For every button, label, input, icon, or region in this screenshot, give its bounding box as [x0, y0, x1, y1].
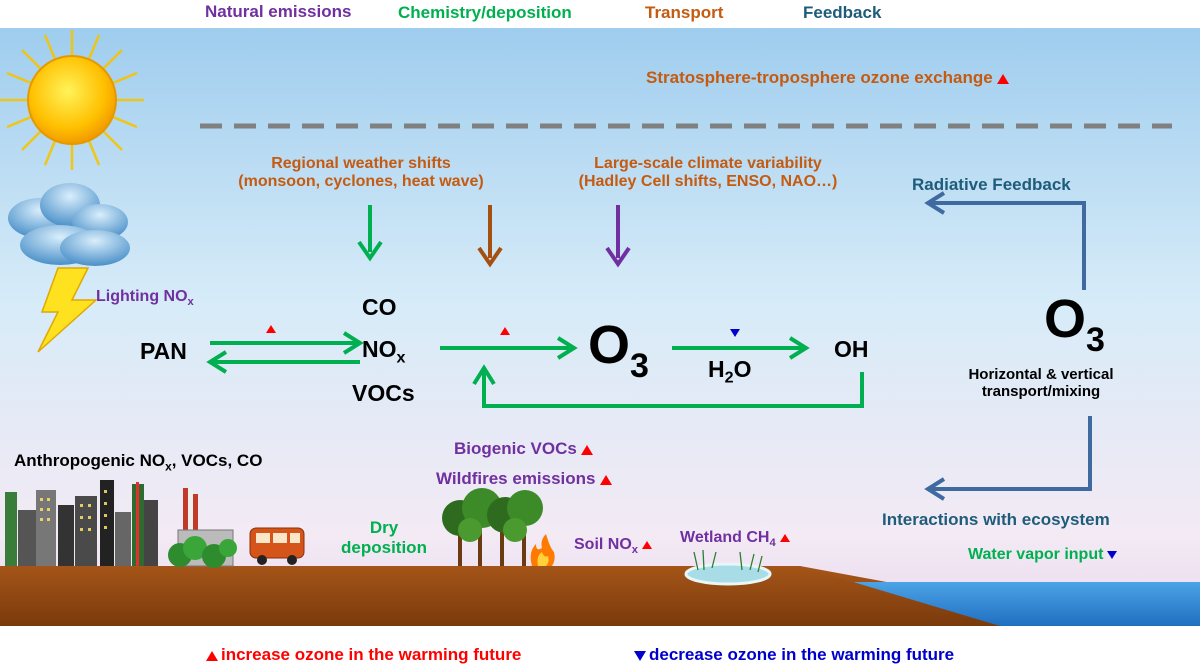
soil-nox-label: Soil NOx — [574, 536, 653, 557]
factory-icon — [168, 488, 237, 568]
forest-icon — [442, 488, 543, 566]
sea — [840, 582, 1200, 626]
anthropogenic-emissions-label: Anthropogenic NOx, VOCs, CO — [14, 451, 263, 474]
city-buildings-icon — [5, 480, 158, 566]
increase-marker-icon — [996, 73, 1009, 84]
ecosystem-interactions-label: Interactions with ecosystem — [882, 510, 1110, 529]
dry-deposition-label: Dry deposition — [341, 518, 427, 557]
transport-mixing-label: Horizontal & vertical transport/mixing — [968, 366, 1114, 401]
biogenic-vocs-label: Biogenic VOCs — [454, 439, 593, 459]
legend-feedback: Feedback — [803, 3, 882, 22]
wetland-increase-marker-icon — [779, 533, 790, 542]
legend-increase-marker-icon — [206, 650, 218, 661]
regional-weather-label: Regional weather shifts (monsoon, cyclon… — [238, 155, 484, 191]
wetland-ch4-label: Wetland CH4 — [680, 529, 790, 550]
pan-increase-marker-icon — [266, 325, 276, 333]
radiative-feedback-arrow — [930, 201, 1086, 290]
fire-icon — [530, 534, 555, 566]
o3-loss-decrease-marker-icon — [730, 329, 740, 337]
legend-increase: increase ozone in the warming future — [206, 645, 521, 665]
van-icon — [249, 527, 305, 565]
h2o-label: H2O — [708, 356, 752, 387]
wildfires-increase-marker-icon — [599, 474, 612, 485]
lightning-icon — [37, 267, 98, 353]
co-label: CO — [362, 294, 397, 320]
legend-decrease: decrease ozone in the warming future — [634, 645, 954, 665]
ecosystem-arrow — [930, 416, 1092, 491]
o3-center-label: O3 — [588, 315, 649, 385]
pan-label: PAN — [140, 338, 187, 364]
climate-variability-label: Large-scale climate variability (Hadley … — [578, 155, 838, 191]
legend-natural-emissions: Natural emissions — [205, 2, 352, 21]
o3-right-label: O3 — [1044, 289, 1105, 359]
nox-label: NOx — [362, 336, 406, 367]
biogenic-increase-marker-icon — [580, 444, 593, 455]
legend-decrease-marker-icon — [634, 650, 646, 661]
oh-label: OH — [834, 336, 869, 362]
water-vapor-decrease-marker-icon — [1107, 550, 1118, 559]
storm-cloud-icon — [8, 183, 130, 266]
legend-chemistry-deposition: Chemistry/deposition — [398, 3, 572, 22]
lightning-nox-label: Lighting NOx — [96, 288, 194, 309]
wildfires-emissions-label: Wildfires emissions — [436, 469, 612, 489]
radiative-feedback-label: Radiative Feedback — [912, 175, 1071, 194]
soil-increase-marker-icon — [642, 540, 653, 549]
sun-icon — [0, 30, 144, 170]
wetland-pond-icon — [684, 549, 772, 586]
oh-feedback-loop-arrow — [482, 370, 864, 408]
stratosphere-exchange-label: Stratosphere-troposphere ozone exchange — [646, 68, 1009, 88]
vocs-label: VOCs — [352, 380, 415, 406]
o3-production-increase-marker-icon — [500, 327, 510, 335]
legend-transport: Transport — [645, 3, 724, 22]
water-vapor-input-label: Water vapor input — [968, 546, 1118, 564]
